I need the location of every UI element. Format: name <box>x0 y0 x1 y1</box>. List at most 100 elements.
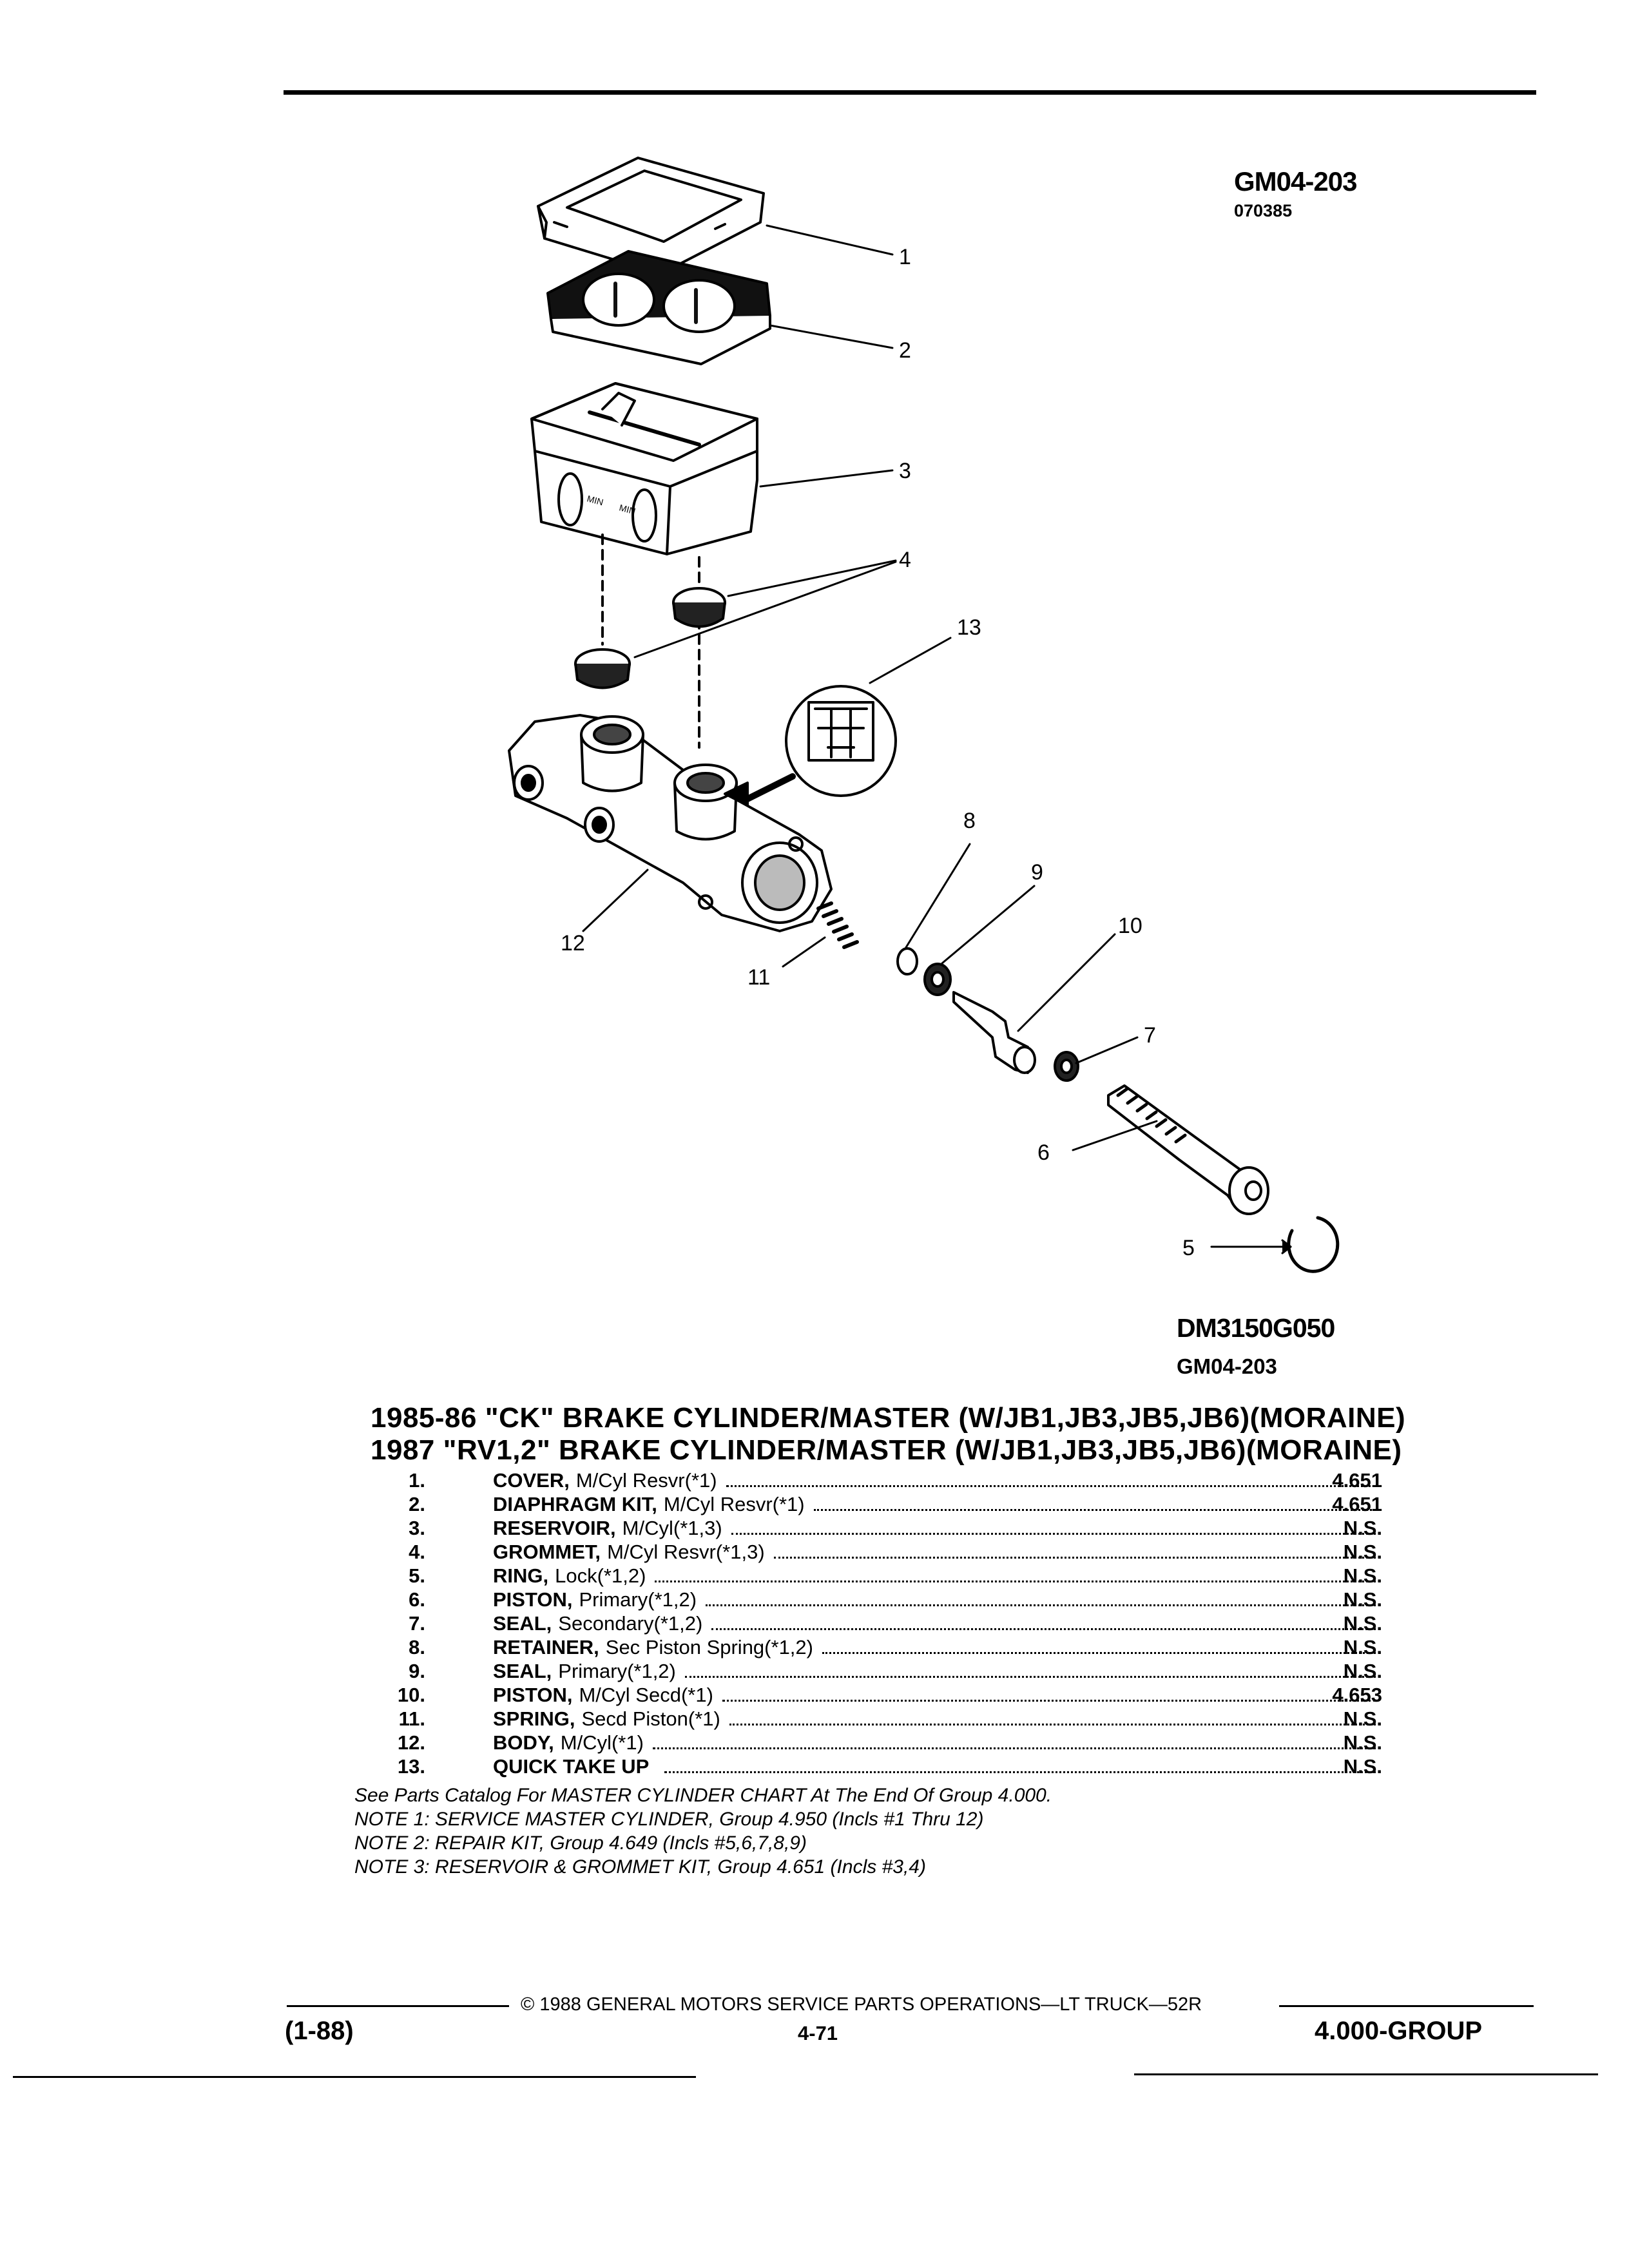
callout-7: 7 <box>1144 1023 1156 1048</box>
dot-leader <box>664 1756 1376 1773</box>
part-number: 2. <box>409 1493 425 1515</box>
part-name: SPRING, <box>493 1707 575 1730</box>
callout-11: 11 <box>747 965 770 990</box>
dot-leader <box>731 1517 1376 1535</box>
part-number: 7. <box>409 1612 425 1635</box>
note-line: NOTE 2: REPAIR KIT, Group 4.649 (Incls #… <box>354 1832 807 1854</box>
part-group-number: 4.651 <box>1332 1493 1382 1515</box>
part-number: 5. <box>409 1564 425 1587</box>
quick-take-up-part <box>724 685 897 807</box>
dot-leader <box>655 1565 1376 1582</box>
part-row: 3. RESERVOIR,M/Cyl(*1,3)N.S. <box>361 1517 1392 1541</box>
dot-leader <box>711 1613 1376 1630</box>
body-part <box>508 714 833 932</box>
part-detail: Primary(*1,2) <box>558 1660 676 1682</box>
part-row: 13. QUICK TAKE UP N.S. <box>361 1755 1392 1779</box>
part-name: GROMMET, <box>493 1541 601 1563</box>
footer-date: (1-88) <box>285 2017 354 2045</box>
part-description: SEAL,Primary(*1,2) <box>493 1660 1376 1683</box>
secondary-seal-part <box>1054 1051 1079 1082</box>
part-number: 13. <box>397 1755 425 1778</box>
part-group-number: N.S. <box>1343 1564 1382 1587</box>
part-row: 10.PISTON,M/Cyl Secd(*1)4.653 <box>361 1684 1392 1707</box>
part-description: RESERVOIR,M/Cyl(*1,3) <box>493 1517 1376 1540</box>
diaphragm-part <box>546 250 771 365</box>
part-number: 6. <box>409 1588 425 1611</box>
dot-leader <box>813 1494 1376 1511</box>
part-description: QUICK TAKE UP <box>493 1755 1376 1778</box>
part-row: 12.BODY,M/Cyl(*1)N.S. <box>361 1731 1392 1755</box>
top-rule <box>284 90 1536 95</box>
dot-leader <box>652 1732 1376 1749</box>
callout-3: 3 <box>899 459 911 483</box>
part-row: 5. RING,Lock(*1,2)N.S. <box>361 1564 1392 1588</box>
dot-leader <box>726 1470 1376 1487</box>
part-number: 4. <box>409 1541 425 1563</box>
dot-leader <box>822 1637 1376 1654</box>
footer-rule-right <box>1279 2005 1534 2007</box>
part-detail: Primary(*1,2) <box>579 1588 697 1611</box>
bottom-rule-right <box>1134 2073 1598 2075</box>
part-description: SEAL,Secondary(*1,2) <box>493 1612 1376 1635</box>
part-description: BODY, M/Cyl(*1) <box>493 1731 1376 1754</box>
part-detail: M/Cyl(*1) <box>560 1731 644 1754</box>
dot-leader <box>684 1660 1376 1678</box>
drawing-code: DM3150G050 <box>1177 1313 1335 1343</box>
part-name: PISTON, <box>493 1684 573 1706</box>
part-row: 11. SPRING,Secd Piston(*1)N.S. <box>361 1707 1392 1731</box>
section-title-1: 1985-86 "CK" BRAKE CYLINDER/MASTER (W/JB… <box>371 1402 1406 1434</box>
primary-piston-part <box>1107 1084 1269 1215</box>
part-row: 6.PISTON,Primary(*1,2)N.S. <box>361 1588 1392 1612</box>
notes-block: See Parts Catalog For MASTER CYLINDER CH… <box>354 1783 1052 1879</box>
callout-1: 1 <box>899 245 911 269</box>
part-detail: M/Cyl Resvr(*1) <box>663 1493 805 1515</box>
part-name: PISTON, <box>493 1588 573 1611</box>
part-name: DIAPHRAGM KIT, <box>493 1493 657 1515</box>
footer-page-number: 4-71 <box>798 2022 838 2044</box>
exploded-parts-diagram: MIN MIN <box>508 157 1340 1273</box>
part-detail: Secondary(*1,2) <box>558 1612 703 1635</box>
part-name: COVER, <box>493 1469 570 1492</box>
part-number: 10. <box>397 1684 425 1706</box>
part-name: QUICK TAKE UP <box>493 1755 650 1778</box>
part-group-number: N.S. <box>1343 1636 1382 1658</box>
part-detail: Lock(*1,2) <box>555 1564 646 1587</box>
part-group-number: N.S. <box>1343 1731 1382 1754</box>
part-number: 8. <box>409 1636 425 1658</box>
callout-13: 13 <box>957 615 981 640</box>
part-row: 4.GROMMET,M/Cyl Resvr(*1,3)N.S. <box>361 1541 1392 1564</box>
part-name: BODY, <box>493 1731 554 1754</box>
cover-part <box>537 157 765 275</box>
callout-2: 2 <box>899 338 911 363</box>
bottom-rule-left <box>13 2076 696 2078</box>
part-group-number: N.S. <box>1343 1707 1382 1730</box>
part-number: 3. <box>409 1517 425 1539</box>
dot-leader <box>706 1589 1376 1606</box>
drawing-sub-code: GM04-203 <box>1177 1354 1277 1378</box>
callout-9: 9 <box>1031 860 1043 885</box>
note-line: NOTE 1: SERVICE MASTER CYLINDER, Group 4… <box>354 1809 984 1830</box>
section-title-2: 1987 "RV1,2" BRAKE CYLINDER/MASTER (W/JB… <box>371 1434 1402 1466</box>
part-description: DIAPHRAGM KIT, M/Cyl Resvr(*1) <box>493 1493 1376 1516</box>
part-row: 8.RETAINER,Sec Piston Spring(*1,2)N.S. <box>361 1636 1392 1660</box>
part-group-number: N.S. <box>1343 1755 1382 1778</box>
part-description: SPRING,Secd Piston(*1) <box>493 1707 1376 1731</box>
part-group-number: N.S. <box>1343 1517 1382 1539</box>
part-group-number: N.S. <box>1343 1612 1382 1635</box>
svg-text:MIN: MIN <box>586 493 604 507</box>
part-row: 7. SEAL,Secondary(*1,2)N.S. <box>361 1612 1392 1636</box>
part-group-number: 4.653 <box>1332 1684 1382 1706</box>
part-group-number: N.S. <box>1343 1660 1382 1682</box>
part-number: 9. <box>409 1660 425 1682</box>
footer-rule-left <box>287 2005 509 2007</box>
dot-leader <box>722 1684 1376 1702</box>
primary-seal-part <box>923 963 952 996</box>
part-row: 9. SEAL,Primary(*1,2)N.S. <box>361 1660 1392 1684</box>
reservoir-part: MIN MIN <box>530 382 758 555</box>
part-description: RING,Lock(*1,2) <box>493 1564 1376 1588</box>
callout-4: 4 <box>899 548 911 572</box>
part-description: PISTON, Primary(*1,2) <box>493 1588 1376 1611</box>
callout-8: 8 <box>963 809 976 833</box>
part-number: 11. <box>398 1707 425 1730</box>
